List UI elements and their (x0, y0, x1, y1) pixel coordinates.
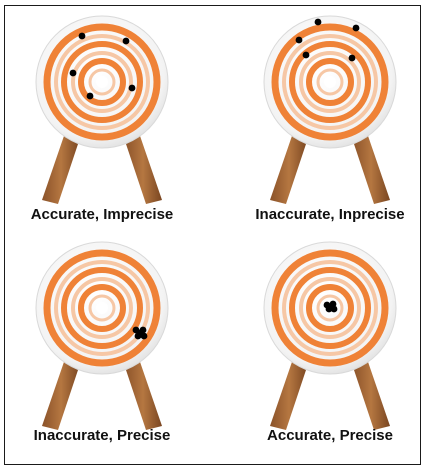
bullseye-center (96, 302, 108, 314)
target-caption: Inaccurate, Inprecise (255, 206, 404, 223)
hit-mark (296, 37, 303, 44)
target-1: Accurate, Imprecise (31, 16, 174, 223)
hit-mark (79, 33, 86, 40)
hit-mark (137, 330, 144, 337)
target-4: Accurate, Precise (264, 242, 396, 444)
targets-diagram: Accurate, Imprecise Inaccurate, Inprecise… (0, 0, 425, 454)
target-caption: Inaccurate, Precise (34, 427, 171, 444)
hit-mark (327, 304, 334, 311)
bullseye-center (96, 76, 108, 88)
hit-mark (353, 25, 360, 32)
hit-mark (315, 19, 322, 26)
target-caption: Accurate, Imprecise (31, 206, 174, 223)
bullseye-center (324, 76, 336, 88)
target-3: Inaccurate, Precise (34, 242, 171, 444)
hit-mark (303, 52, 310, 59)
target-caption: Accurate, Precise (267, 427, 393, 444)
hit-mark (129, 85, 136, 92)
hit-mark (70, 70, 77, 77)
target-2: Inaccurate, Inprecise (255, 16, 404, 223)
hit-mark (87, 93, 94, 100)
hit-mark (123, 38, 130, 45)
hit-mark (349, 55, 356, 62)
